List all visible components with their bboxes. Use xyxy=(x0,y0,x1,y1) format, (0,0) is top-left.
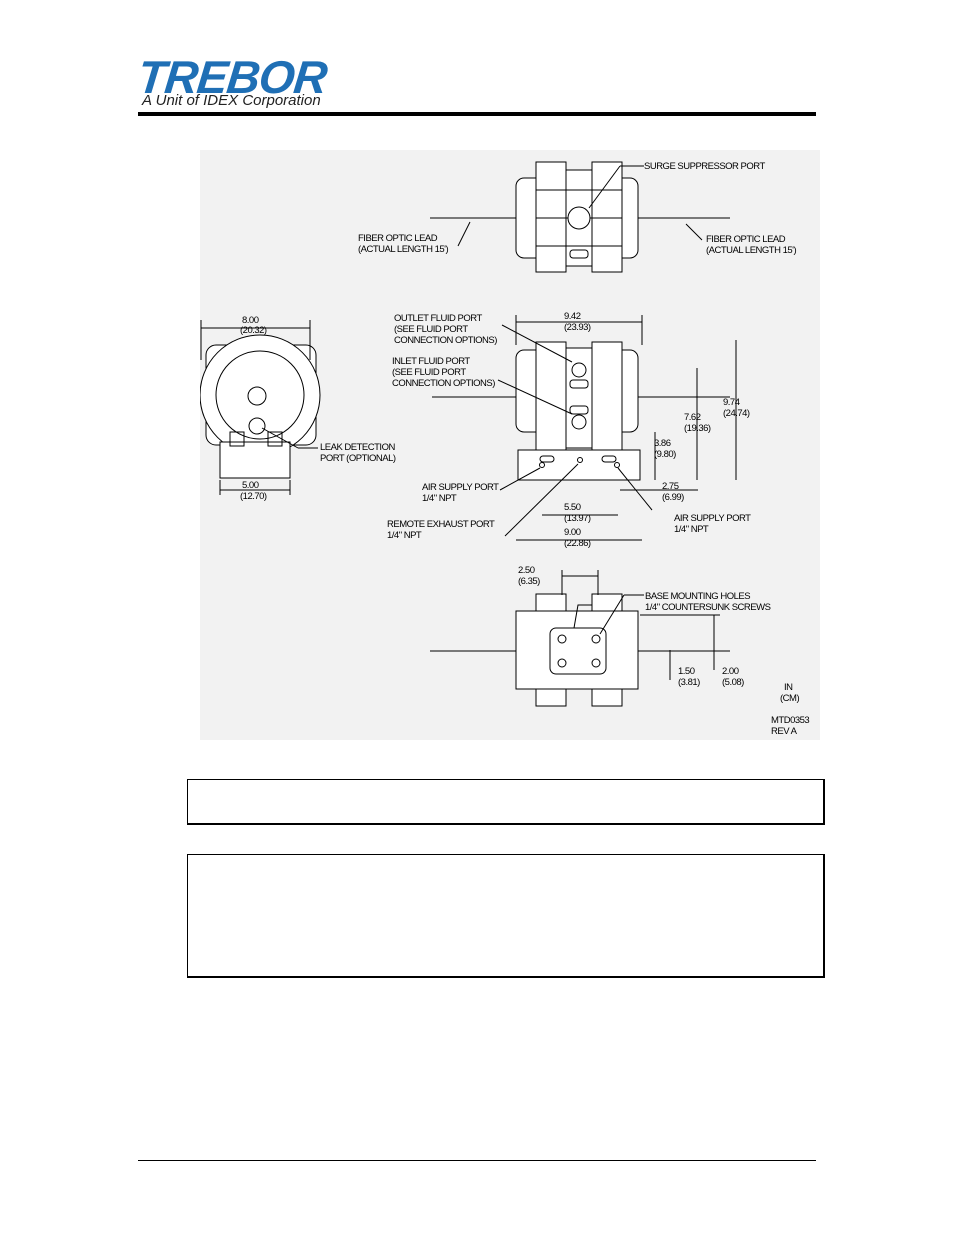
d2-cm: (13.97) xyxy=(564,513,591,524)
d1-cm: (6.99) xyxy=(662,492,684,503)
front-width-in: 9.42 xyxy=(564,311,581,322)
drawing-number: MTD0353 xyxy=(771,715,809,726)
fiber-left-label-1: FIBER OPTIC LEAD xyxy=(358,233,438,244)
header-rule xyxy=(138,112,816,116)
drawing-rev: REV A xyxy=(771,726,798,737)
empty-info-box xyxy=(187,779,825,825)
fiber-right-label-1: FIBER OPTIC LEAD xyxy=(706,234,786,245)
side-base-in: 5.00 xyxy=(242,480,259,491)
bottom-b-in: 2.00 xyxy=(722,666,739,677)
air-left-label-2: 1/4" NPT xyxy=(422,493,457,504)
bottom-a-in: 1.50 xyxy=(678,666,695,677)
bottom-top-cm: (6.35) xyxy=(518,576,540,587)
exhaust-label-1: REMOTE EXHAUST PORT xyxy=(387,519,495,530)
h3-cm: (9.80) xyxy=(654,449,676,460)
bottom-view xyxy=(430,570,730,707)
inlet-label-2: (SEE FLUID PORT xyxy=(392,367,466,378)
air-right-label-2: 1/4" NPT xyxy=(674,524,709,535)
h1-cm: (24.74) xyxy=(723,408,750,419)
side-base-cm: (12.70) xyxy=(240,491,267,502)
side-diaphragm-outer xyxy=(200,334,321,456)
side-width-in: 8.00 xyxy=(242,315,259,326)
empty-notes-box xyxy=(187,854,825,978)
h2-in: 7.62 xyxy=(684,412,701,423)
logo-subtitle: A Unit of IDEX Corporation xyxy=(142,92,321,109)
dimension-drawing: SURGE SUPPRESSOR PORT FIBER OPTIC LEAD (… xyxy=(200,150,820,740)
surge-label: SURGE SUPPRESSOR PORT xyxy=(644,161,765,172)
footer-rule xyxy=(138,1160,816,1161)
outlet-label-2: (SEE FLUID PORT xyxy=(394,324,468,335)
front-base xyxy=(517,449,641,481)
surge-port-circle xyxy=(567,206,591,230)
leak-label-1: LEAK DETECTION xyxy=(320,442,395,453)
bottom-a-cm: (3.81) xyxy=(678,677,700,688)
fiber-right-label-2: (ACTUAL LENGTH 15') xyxy=(706,245,796,256)
h3-in: 3.86 xyxy=(654,438,671,449)
inlet-label-1: INLET FLUID PORT xyxy=(392,356,470,367)
side-base xyxy=(219,441,291,479)
side-width-cm: (20.32) xyxy=(240,325,267,336)
top-view xyxy=(430,161,730,273)
bottom-b-cm: (5.08) xyxy=(722,677,744,688)
d3-in: 9.00 xyxy=(564,527,581,538)
holes-label-2: 1/4" COUNTERSUNK SCREWS xyxy=(645,602,771,613)
air-left-label-1: AIR SUPPLY PORT xyxy=(422,482,499,493)
units-label-1: IN xyxy=(784,682,793,693)
d2-in: 5.50 xyxy=(564,502,581,513)
d3-cm: (22.86) xyxy=(564,538,591,549)
inlet-label-3: CONNECTION OPTIONS) xyxy=(392,378,495,389)
fiber-left-label-2: (ACTUAL LENGTH 15') xyxy=(358,244,448,255)
h1-in: 9.74 xyxy=(723,397,740,408)
leak-label-2: PORT (OPTIONAL) xyxy=(320,453,396,464)
d1-in: 2.75 xyxy=(662,481,679,492)
side-view xyxy=(200,320,321,495)
front-width-cm: (23.93) xyxy=(564,322,591,333)
units-label-2: (CM) xyxy=(780,693,799,704)
trebor-logo: TREBOR A Unit of IDEX Corporation xyxy=(135,51,338,112)
outlet-label-3: CONNECTION OPTIONS) xyxy=(394,335,497,346)
drawing-svg: SURGE SUPPRESSOR PORT FIBER OPTIC LEAD (… xyxy=(200,150,820,740)
bottom-top-in: 2.50 xyxy=(518,565,535,576)
h2-cm: (19.36) xyxy=(684,423,711,434)
exhaust-label-2: 1/4" NPT xyxy=(387,530,422,541)
front-view xyxy=(432,315,737,541)
holes-label-1: BASE MOUNTING HOLES xyxy=(645,591,750,602)
outlet-label-1: OUTLET FLUID PORT xyxy=(394,313,482,324)
air-right-label-1: AIR SUPPLY PORT xyxy=(674,513,751,524)
